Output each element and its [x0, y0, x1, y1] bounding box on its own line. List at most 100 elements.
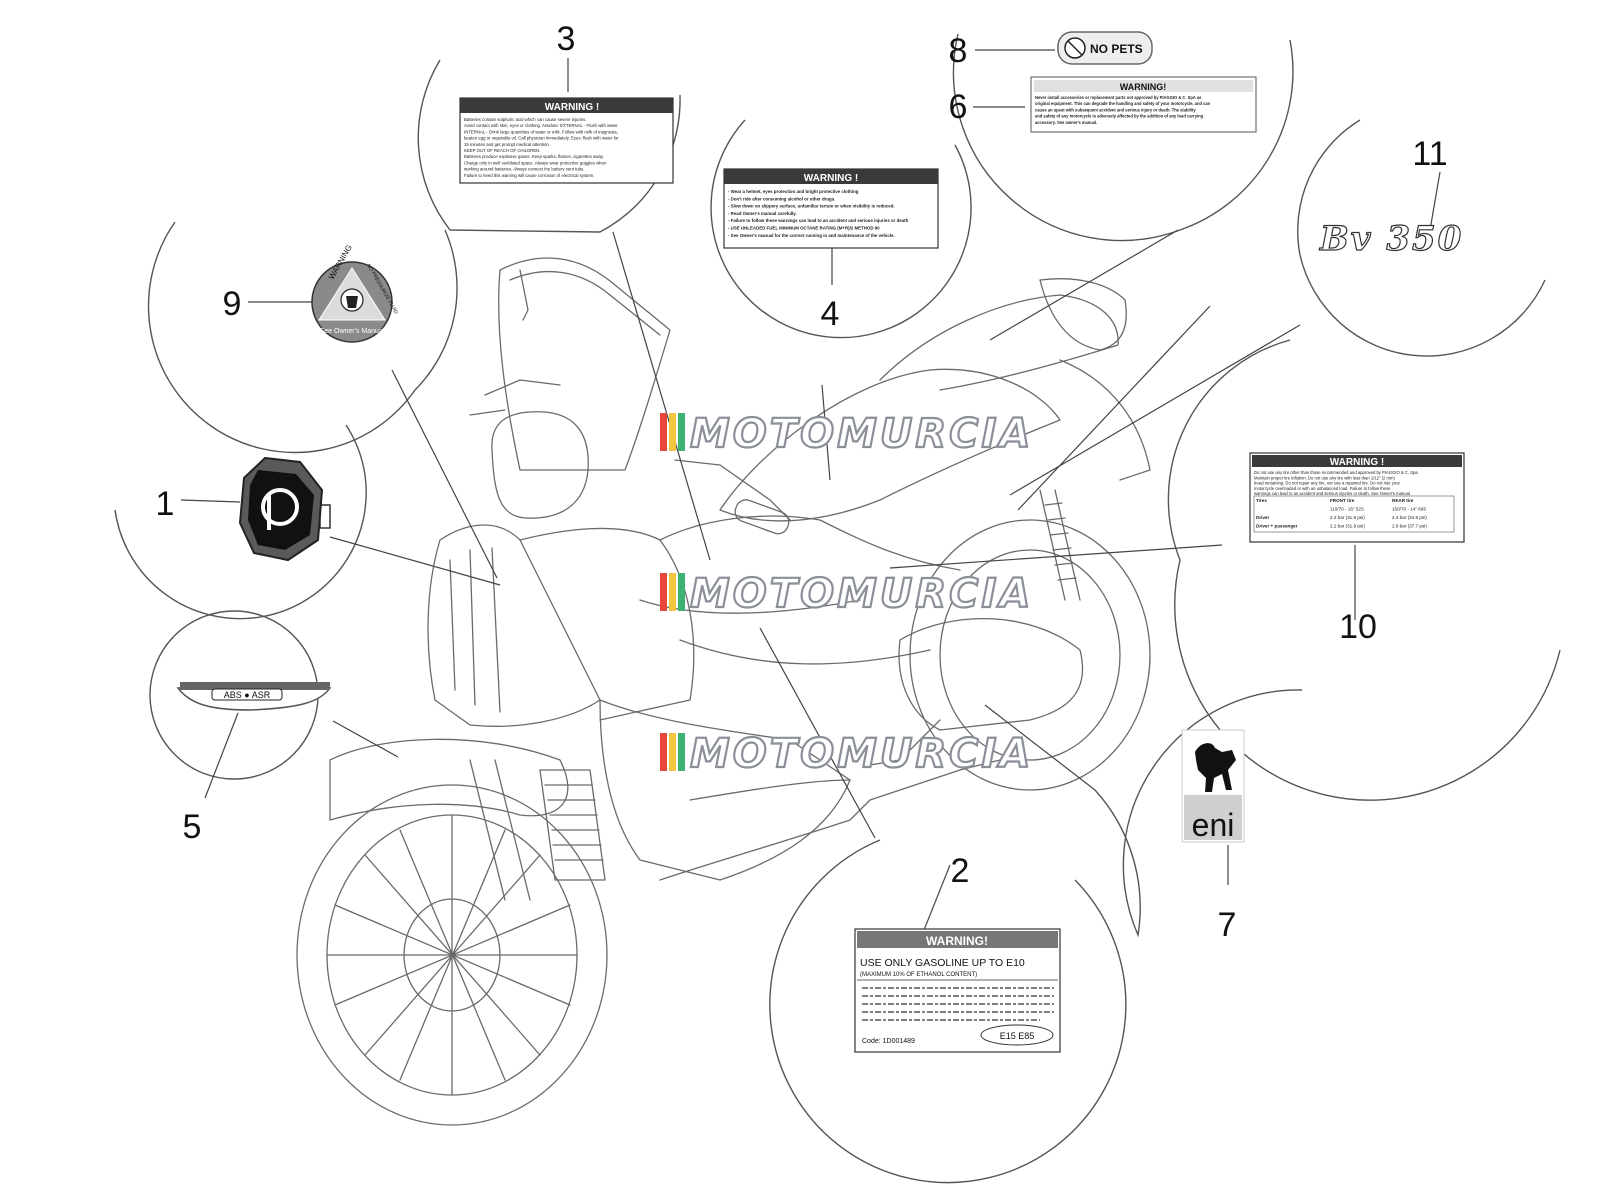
part-11-bv350-logo: Bv 350 [1318, 218, 1463, 259]
label-text-line: Batteries contain sulphuric acid which c… [464, 117, 587, 122]
label2-title: WARNING! [926, 934, 988, 948]
label10-pressure-table: Tires FRONT tire REAR tire 110/70 - 16" 52S… [1253, 495, 1455, 533]
circle-10-outline [1167, 339, 1561, 801]
label-text-line: - Don't ride after consuming alcohol or … [728, 196, 835, 201]
callout-number-2: 2 [951, 852, 970, 890]
label2-code: Code: 1D001489 [862, 1038, 915, 1045]
label-text-line: beaten egg or vegetable oil. Call physic… [464, 136, 619, 141]
part-6-accessory-warning-label: WARNING! Never install accessories or re… [1030, 76, 1257, 133]
callout-number-6: 6 [949, 88, 968, 126]
table-cell: 150/70 - 14" 66S [1392, 507, 1426, 512]
watermark-text: MOTOMURCIA [690, 731, 1033, 777]
watermark-3: MOTOMURCIA [660, 730, 1033, 778]
label-text-line: 15 minutes and get prompt medical attent… [464, 142, 550, 147]
label-text-line: - USE UNLEADED FUEL MINIMUM OCTANE RATIN… [728, 226, 880, 231]
table-cell: Driver [1256, 515, 1269, 520]
callout-number-4: 4 [821, 295, 840, 333]
scooter-drawing [296, 257, 1151, 1126]
table-cell: Driver + passenger [1256, 524, 1298, 529]
circle-4-outline [710, 119, 972, 339]
table-cell: 2.6 bar (37.7 psi) [1392, 524, 1427, 529]
label-text-line: KEEP OUT OF REACH OF CHILDREN. [464, 148, 540, 153]
circle-7-outline [1094, 689, 1303, 938]
circle-1-outline [114, 424, 367, 620]
label3-text-lines: Batteries contain sulphuric acid which c… [464, 117, 619, 178]
label-text-line: motorcycle overloaded or with an unbalan… [1254, 486, 1391, 491]
table-header-cell: REAR tire [1392, 498, 1414, 503]
table-cell: 2.4 bar (34.8 psi) [1392, 515, 1427, 520]
six-legged-dog-icon [1195, 743, 1236, 792]
label-text-line: warnings can lead to an accident and ser… [1254, 491, 1410, 496]
label-text-line: Maintain proper tire inflation. Do not u… [1254, 475, 1396, 480]
part-4-rider-warning-label: WARNING ! - Wear a helmet, eyes protecti… [723, 168, 939, 249]
watermark-text: MOTOMURCIA [690, 571, 1033, 617]
circle-11-outline [1297, 119, 1546, 357]
part-9-round-warning: WARNING NO PRESSURIZE FLUID See Owner's … [311, 243, 399, 343]
callout-number-5: 5 [183, 808, 202, 846]
part-5-abs-asr-badge: ABS ● ASR [176, 682, 332, 711]
callout-number-1: 1 [156, 485, 175, 523]
abs-asr-text: ABS ● ASR [224, 690, 271, 700]
table-cell: 2.2 bar (31.9 psi) [1330, 524, 1365, 529]
watermark-text: MOTOMURCIA [690, 411, 1033, 457]
label2-sub: (MAXIMUM 10% OF ETHANOL CONTENT) [860, 972, 977, 978]
callout-numbers: 1 2 3 4 5 6 7 8 9 10 11 [156, 20, 1448, 944]
label-text-line: Charge only in well ventilated space. Al… [464, 160, 607, 165]
label-text-line: Never install accessories or replacement… [1035, 95, 1202, 100]
label-text-line: cause an upset with subsequent accident … [1035, 107, 1196, 112]
part-8-no-pets-label: NO PETS [1057, 31, 1153, 65]
table-header-cell: Tires [1256, 498, 1267, 503]
callout-number-11: 11 [1412, 135, 1447, 173]
label-text-line: Failure to heed this warning will cause … [464, 173, 594, 178]
callout-number-3: 3 [557, 20, 576, 58]
callout-number-7: 7 [1218, 906, 1237, 944]
label2-badge: E15 E85 [1000, 1031, 1035, 1041]
round-warning-manual: See Owner's Manual [320, 328, 385, 335]
part-1-piaggio-badge [238, 456, 331, 562]
label-text-line: accessory. See owner's manual. [1035, 120, 1097, 125]
circle-9-outline [147, 221, 458, 454]
label-text-line: and safety of any motorcycle is adversel… [1035, 114, 1204, 119]
label-text-line: - Slow down on slippery surface, unfamil… [728, 204, 895, 209]
no-pets-text: NO PETS [1090, 42, 1143, 56]
label2-fine-print [862, 987, 1054, 1021]
table-header-cell: FRONT tire [1330, 498, 1355, 503]
circle-2-outline [769, 839, 1127, 1184]
label3-title: WARNING ! [545, 102, 599, 113]
label-text-line: Avoid contact with skin, eyes or clothin… [464, 123, 619, 128]
bv350-text: Bv 350 [1319, 219, 1463, 259]
label4-title: WARNING ! [804, 173, 858, 184]
label-text-line: original equipment. This can degrade the… [1035, 101, 1211, 106]
label6-title: WARNING! [1120, 82, 1167, 92]
callout-number-10: 10 [1339, 608, 1377, 646]
label-text-line: - See Owner's manual for the correct run… [728, 233, 895, 238]
label-text-line: tread remaining. Do not repair any tire,… [1254, 481, 1401, 486]
label4-text-lines: - Wear a helmet, eyes protection and bri… [728, 189, 909, 238]
watermark-1: MOTOMURCIA [660, 410, 1033, 458]
part-10-tire-warning-label: WARNING ! Do not use any tire other than… [1249, 452, 1465, 543]
label-text-line: INTERNAL - Drink large quantities of wat… [464, 129, 618, 134]
circle-8-6-outline [952, 33, 1294, 242]
callout-number-9: 9 [223, 285, 242, 323]
watermark-2: MOTOMURCIA [660, 570, 1033, 618]
tire-table-frame [1253, 495, 1455, 533]
table-cell: 2.2 bar (31.9 psi) [1330, 515, 1365, 520]
watermarks: MOTOMURCIA MOTOMURCIA MOTOMURCIA [660, 410, 1033, 778]
part-2-fuel-warning-label: WARNING! USE ONLY GASOLINE UP TO E10 (MA… [854, 928, 1061, 1053]
label-text-line: - Wear a helmet, eyes protection and bri… [728, 189, 859, 194]
part-7-eni-logo: eni [1181, 729, 1245, 843]
callout-number-8: 8 [949, 32, 968, 70]
part-3-battery-warning-label: WARNING ! Batteries contain sulphuric ac… [459, 97, 674, 184]
label6-text-lines: Never install accessories or replacement… [1035, 95, 1211, 125]
table-cell: 110/70 - 16" 52S [1330, 507, 1364, 512]
label-text-line: Do not use any tire other than those rec… [1254, 470, 1419, 475]
label-text-line: Batteries produce explosive gases. Keep … [464, 154, 604, 159]
label2-main: USE ONLY GASOLINE UP TO E10 [860, 957, 1025, 969]
label10-title: WARNING ! [1330, 457, 1384, 468]
callout-circles [114, 33, 1561, 1184]
leader-lines [180, 49, 1441, 941]
label-text-line: - Failure to follow these warnings can l… [728, 218, 909, 223]
eni-text: eni [1192, 807, 1235, 843]
label-text-line: working around batteries. Always connect… [464, 167, 585, 172]
